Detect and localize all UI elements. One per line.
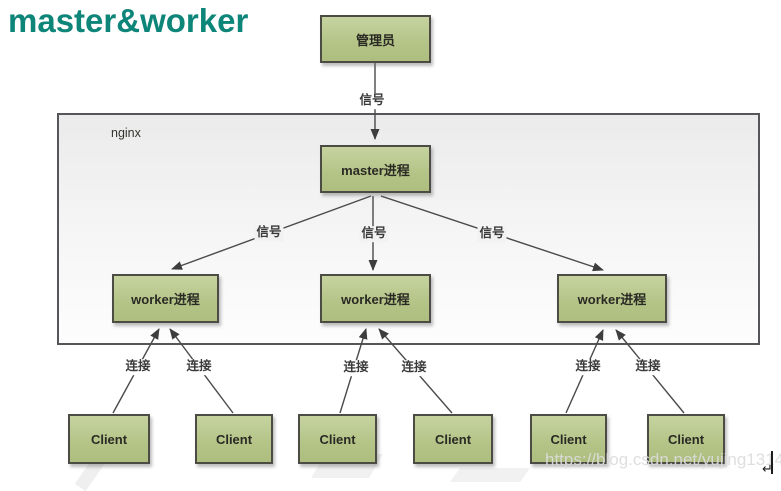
- edge-label-connection-1: 连接: [123, 359, 153, 375]
- node-client-6: Client: [647, 414, 725, 464]
- edge-label-connection-4: 连接: [399, 360, 429, 376]
- node-admin: 管理员: [320, 15, 431, 63]
- edge-label-signal-left: 信号: [254, 225, 284, 241]
- node-client-3: Client: [298, 414, 377, 464]
- node-client-1: Client: [68, 414, 150, 464]
- return-arrow-icon: ↵: [762, 461, 773, 476]
- node-client-2: Client: [195, 414, 273, 464]
- node-worker-1: worker进程: [112, 274, 219, 323]
- node-master: master进程: [320, 145, 431, 193]
- node-client-5: Client: [530, 414, 607, 464]
- node-client-4: Client: [413, 414, 493, 464]
- edge-label-connection-6: 连接: [633, 359, 663, 375]
- page-title: master&worker: [8, 2, 249, 39]
- faint-watermark-shape: [450, 468, 530, 482]
- nginx-container-label: nginx: [111, 126, 141, 140]
- edge-label-connection-3: 连接: [341, 360, 371, 376]
- edge-label-signal-right: 信号: [477, 226, 507, 242]
- blog-url-watermark: https://blog.csdn.net/yujing1314: [545, 450, 781, 469]
- node-worker-2: worker进程: [320, 274, 431, 323]
- edge-label-connection-5: 连接: [573, 359, 603, 375]
- edge-label-signal-middle: 信号: [359, 226, 389, 242]
- edge-label-connection-2: 连接: [184, 359, 214, 375]
- node-worker-3: worker进程: [557, 274, 667, 323]
- edge-label-signal-top: 信号: [357, 93, 387, 109]
- text-cursor-bar: [771, 451, 773, 474]
